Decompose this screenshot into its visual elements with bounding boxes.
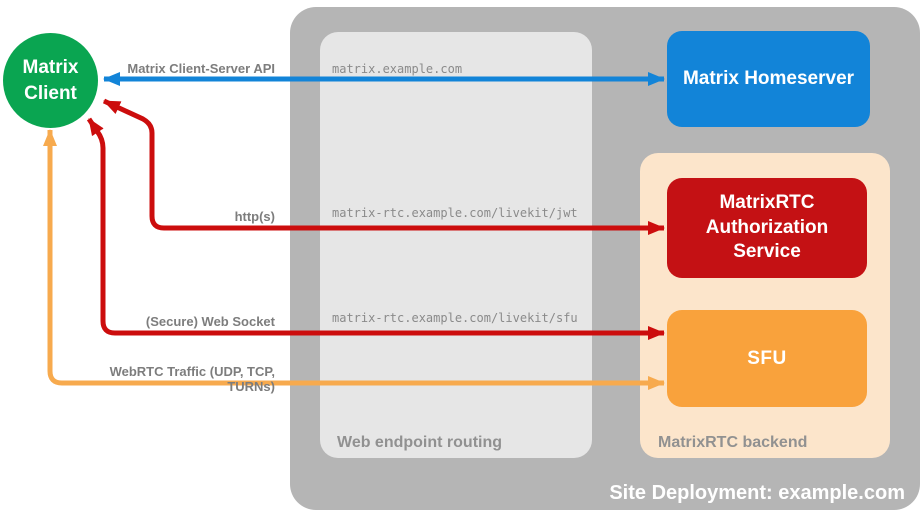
https-label: http(s) bbox=[234, 209, 275, 224]
matrix-client-node: Matrix Client bbox=[3, 33, 98, 128]
web-endpoint-routing-label: Web endpoint routing bbox=[337, 434, 503, 451]
sfu-node: SFU bbox=[667, 310, 867, 407]
client-server-api-label: Matrix Client-Server API bbox=[127, 61, 275, 76]
matrixrtc-backend-label: MatrixRTC backend bbox=[658, 434, 808, 451]
websocket-label: (Secure) Web Socket bbox=[145, 314, 275, 329]
endpoint-sfu-url: matrix-rtc.example.com/livekit/sfu bbox=[332, 311, 578, 325]
site-deployment-label: Site Deployment: example.com bbox=[609, 482, 905, 504]
webrtc-label: WebRTC Traffic (UDP, TCP, TURNs) bbox=[109, 364, 275, 394]
web-endpoint-routing-container bbox=[320, 32, 592, 458]
endpoint-jwt-url: matrix-rtc.example.com/livekit/jwt bbox=[332, 206, 578, 220]
matrix-homeserver-node: Matrix Homeserver bbox=[667, 31, 870, 127]
matrixrtc-authorization-service-node: MatrixRTC Authorization Service bbox=[667, 178, 867, 278]
endpoint-homeserver-url: matrix.example.com bbox=[332, 62, 463, 76]
